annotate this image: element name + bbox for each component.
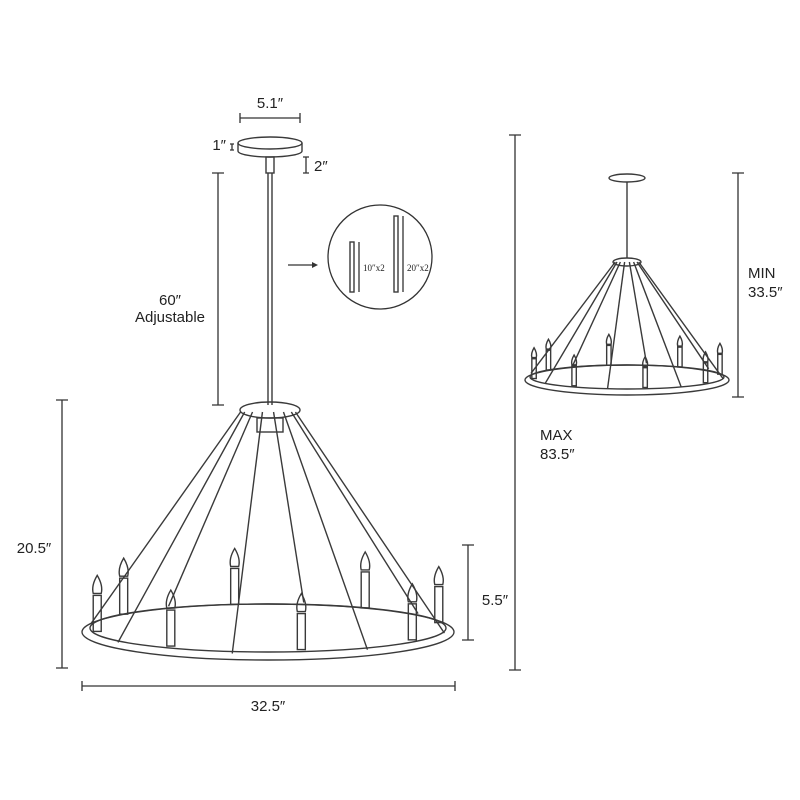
candle-sleeve	[92, 594, 102, 633]
arm	[638, 261, 724, 379]
ring-inner	[89, 603, 447, 653]
candle-sleeve	[434, 585, 444, 624]
arm	[572, 261, 622, 366]
candle-flame-bulb	[545, 337, 552, 350]
short-rod	[349, 241, 355, 293]
min-value: 33.5″	[748, 284, 783, 301]
candle-flame-bulb	[229, 547, 240, 568]
candle-sleeve	[717, 353, 723, 375]
candle-flame-bulb	[676, 334, 684, 347]
candle-flame-bulb	[716, 342, 724, 354]
arm	[544, 261, 618, 384]
min-label: MIN	[748, 265, 776, 282]
max-value: 83.5″	[540, 446, 575, 463]
hub	[239, 401, 301, 419]
canopy-width-label: 5.1″	[257, 95, 284, 112]
canopy	[237, 136, 303, 150]
arm	[294, 411, 445, 634]
long-rods-label: 20″x2	[407, 263, 429, 273]
arm	[117, 411, 246, 643]
rod-length-label: 60″	[159, 292, 182, 309]
min-height-chandelier-drawing	[524, 173, 730, 396]
hub-body	[256, 417, 284, 433]
candle-flame-bulb	[702, 350, 709, 363]
inset-circle	[327, 204, 433, 310]
candle-flame-bulb	[296, 592, 307, 613]
arm	[91, 411, 242, 624]
candle-sleeve	[166, 609, 176, 647]
dimension-lines	[56, 113, 744, 691]
candle-sleeve	[642, 366, 649, 389]
candle-flame-bulb	[641, 355, 649, 368]
canopy-neck-label: 2″	[314, 158, 328, 175]
canopy-height-label: 1″	[212, 137, 226, 154]
canopy-side	[237, 143, 303, 158]
diameter-label: 32.5″	[251, 698, 286, 715]
candle-sleeve	[545, 349, 552, 371]
arm	[231, 411, 264, 654]
canopy-neck	[265, 156, 275, 174]
max-label: MAX	[540, 427, 573, 444]
candle-flame-bulb	[605, 333, 613, 346]
candle-sleeve	[360, 571, 370, 609]
arm	[272, 411, 305, 603]
candle-sleeve	[296, 612, 307, 651]
arm	[628, 261, 648, 364]
candle-flame-bulb	[165, 588, 177, 609]
candle-height-label: 5.5″	[482, 592, 509, 609]
candle-sleeve	[676, 346, 683, 368]
rod-adjustable-label: Adjustable	[135, 309, 205, 326]
rod-extension-inset: 10″x2 20″x2	[288, 204, 433, 310]
main-chandelier-drawing	[81, 136, 455, 661]
candle-sleeve	[229, 567, 240, 606]
long-rod	[393, 215, 399, 293]
candle-flame-bulb	[530, 346, 538, 359]
ring-inner	[529, 364, 725, 390]
candle-flame-bulb	[118, 556, 129, 577]
candle-sleeve	[571, 365, 578, 387]
canopy	[608, 173, 646, 183]
candle-flame-bulb	[92, 574, 103, 595]
candle-sleeve	[531, 358, 537, 380]
candle-flame-bulb	[433, 565, 444, 586]
arm	[636, 261, 710, 370]
arrowhead	[312, 262, 318, 268]
arm	[282, 411, 369, 650]
candle-flame-bulb	[359, 550, 371, 571]
candle-sleeve	[605, 344, 612, 366]
candle-sleeve	[118, 577, 129, 615]
fixture-height-label: 20.5″	[17, 540, 52, 557]
candle-flame-bulb	[407, 582, 418, 603]
arm	[167, 411, 254, 607]
arm	[530, 261, 616, 374]
arm	[632, 261, 682, 388]
short-rods-label: 10″x2	[363, 263, 385, 273]
arm	[290, 411, 419, 615]
hub	[612, 257, 642, 267]
arm	[606, 261, 626, 389]
